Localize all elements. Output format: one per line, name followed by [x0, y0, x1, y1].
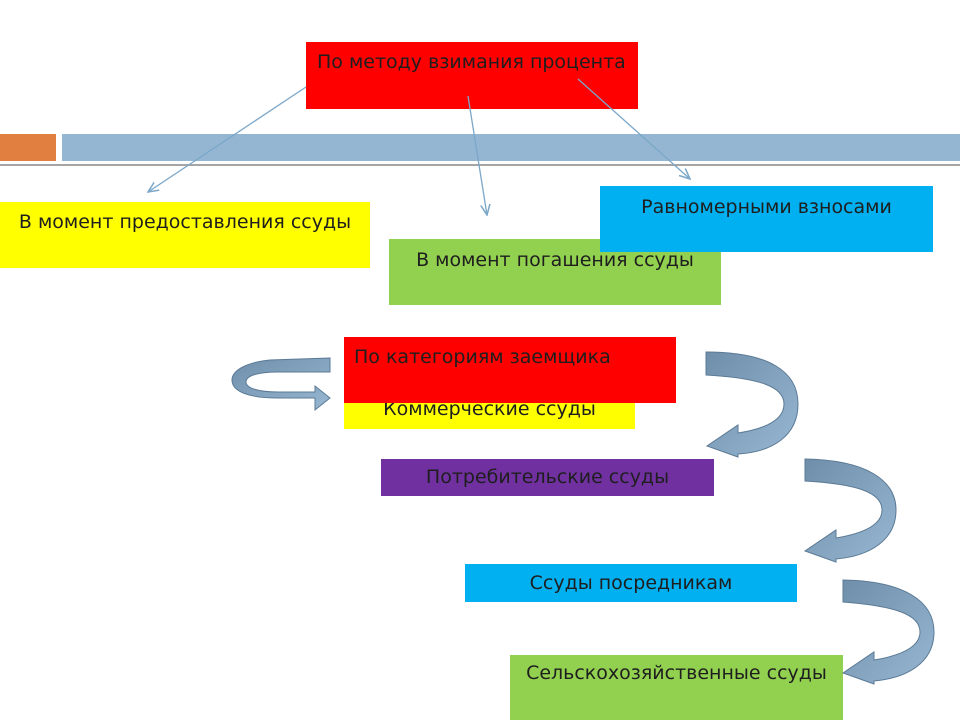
decor-bar-orange [0, 134, 56, 161]
category-item-agricultural: Сельскохозяйственные ссуды [510, 655, 843, 720]
decor-bar-blue [62, 134, 960, 161]
category-item-consumer: Потребительские ссуды [381, 459, 714, 496]
category-item-intermediaries: Ссуды посредникам [465, 564, 797, 602]
decor-divider-line [0, 164, 960, 166]
method-option-issue: В момент предоставления ссуды [0, 202, 370, 268]
curved-arrow-right-1-icon [705, 351, 799, 458]
curved-arrow-right-3-icon [841, 579, 935, 685]
curved-arrow-left-icon [231, 357, 331, 412]
method-option-installments: Равномерными взносами [600, 186, 933, 252]
category-title-box: По категориям заемщика [344, 337, 676, 403]
curved-arrow-right-2-icon [803, 458, 897, 563]
method-title-box: По методу взимания процента [306, 42, 638, 109]
